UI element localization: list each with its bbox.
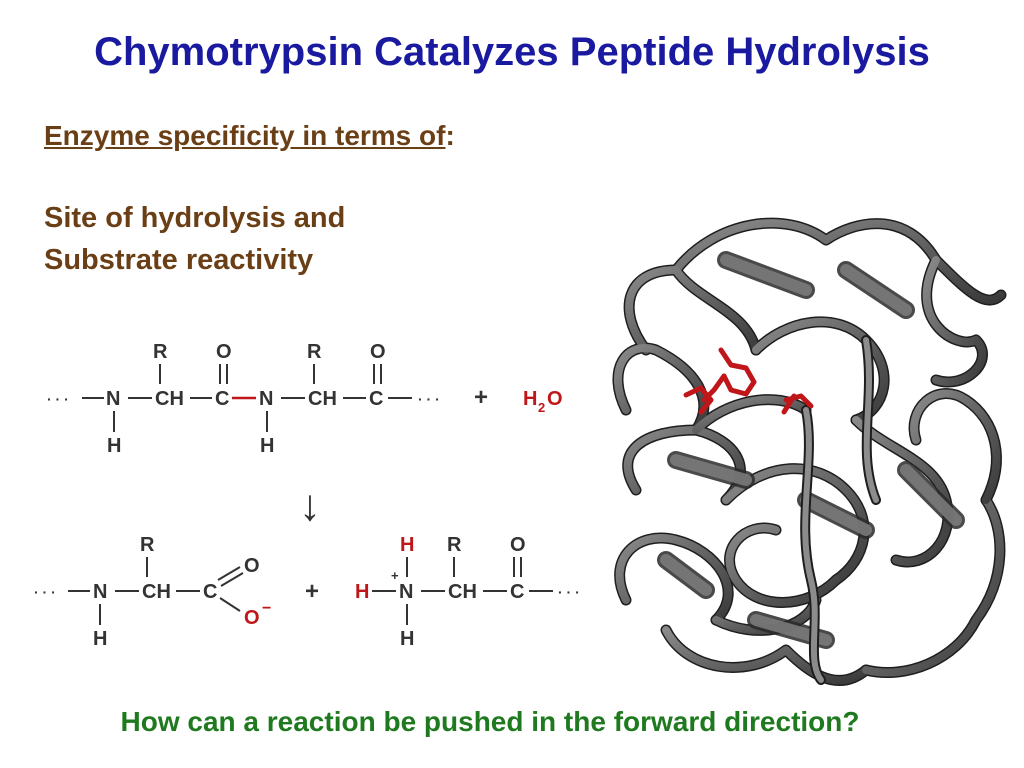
substrate-reactivity-text: Substrate reactivity	[44, 244, 314, 276]
chymotrypsin-ribbon-icon	[612, 217, 1007, 686]
product1-left-dots: · · ·	[34, 584, 56, 600]
carbonyl-c-2: C	[369, 388, 383, 410]
product1-carbonyl-o: O	[244, 555, 260, 577]
amide-h-2: H	[260, 435, 274, 457]
product2-carbonyl-o: O	[510, 534, 526, 556]
carbonyl-o-1: O	[216, 341, 232, 363]
product2-r: R	[447, 534, 462, 556]
product1-ch: CH	[142, 581, 171, 603]
product2-c: C	[510, 581, 524, 603]
specificity-heading-text: Enzyme specificity in terms of	[44, 120, 446, 151]
plus-sign-top: +	[474, 384, 488, 411]
slide-title: Chymotrypsin Catalyzes Peptide Hydrolysi…	[94, 30, 930, 74]
product-ammonium: H N + H H CH R C O · · ·	[355, 534, 580, 650]
water-molecule: H 2 O	[523, 388, 563, 415]
plus-sign-bottom: +	[305, 578, 319, 605]
water-o: O	[547, 388, 563, 410]
product1-h: H	[93, 628, 107, 650]
right-dots: · · ·	[418, 391, 440, 407]
forward-direction-question: How can a reaction be pushed in the forw…	[120, 706, 860, 737]
amide-n-2: N	[259, 388, 273, 410]
alpha-ch-2: CH	[308, 388, 337, 410]
amide-n-1: N	[106, 388, 120, 410]
amide-h-1: H	[107, 435, 121, 457]
carbonyl-c-1: C	[215, 388, 229, 410]
product1-carboxylate-o: O	[244, 607, 260, 629]
product2-n: N	[399, 581, 413, 603]
left-dots: · · ·	[47, 391, 69, 407]
product1-minus-charge: −	[262, 600, 271, 617]
product1-r: R	[140, 534, 155, 556]
product-carboxylate: · · · N CH C R H O O −	[34, 534, 271, 650]
product2-right-dots: · · ·	[558, 584, 580, 600]
catalytic-triad-residues	[683, 347, 814, 415]
product1-n: N	[93, 581, 107, 603]
product2-plus-charge: +	[391, 568, 399, 583]
product2-added-h-top: H	[400, 534, 414, 556]
water-subscript: 2	[538, 400, 545, 415]
product2-added-h-left: H	[355, 581, 369, 603]
product2-ch: CH	[448, 581, 477, 603]
reaction-arrow: ↓	[299, 481, 321, 530]
product2-h-bottom: H	[400, 628, 414, 650]
product1-c: C	[203, 581, 217, 603]
heading-colon: :	[445, 120, 455, 151]
alpha-ch-1: CH	[155, 388, 184, 410]
side-chain-r-2: R	[307, 341, 322, 363]
side-chain-r-1: R	[153, 341, 168, 363]
hydrolysis-reaction-scheme: · · · N CH C N CH C · · · R O R O H H + …	[34, 341, 580, 650]
site-of-hydrolysis-text: Site of hydrolysis and	[44, 202, 346, 234]
carbonyl-o-2: O	[370, 341, 386, 363]
specificity-heading: Enzyme specificity in terms of:	[44, 120, 455, 152]
reactant-peptide: · · · N CH C N CH C · · · R O R O H H + …	[47, 341, 563, 457]
water-h: H	[523, 388, 537, 410]
